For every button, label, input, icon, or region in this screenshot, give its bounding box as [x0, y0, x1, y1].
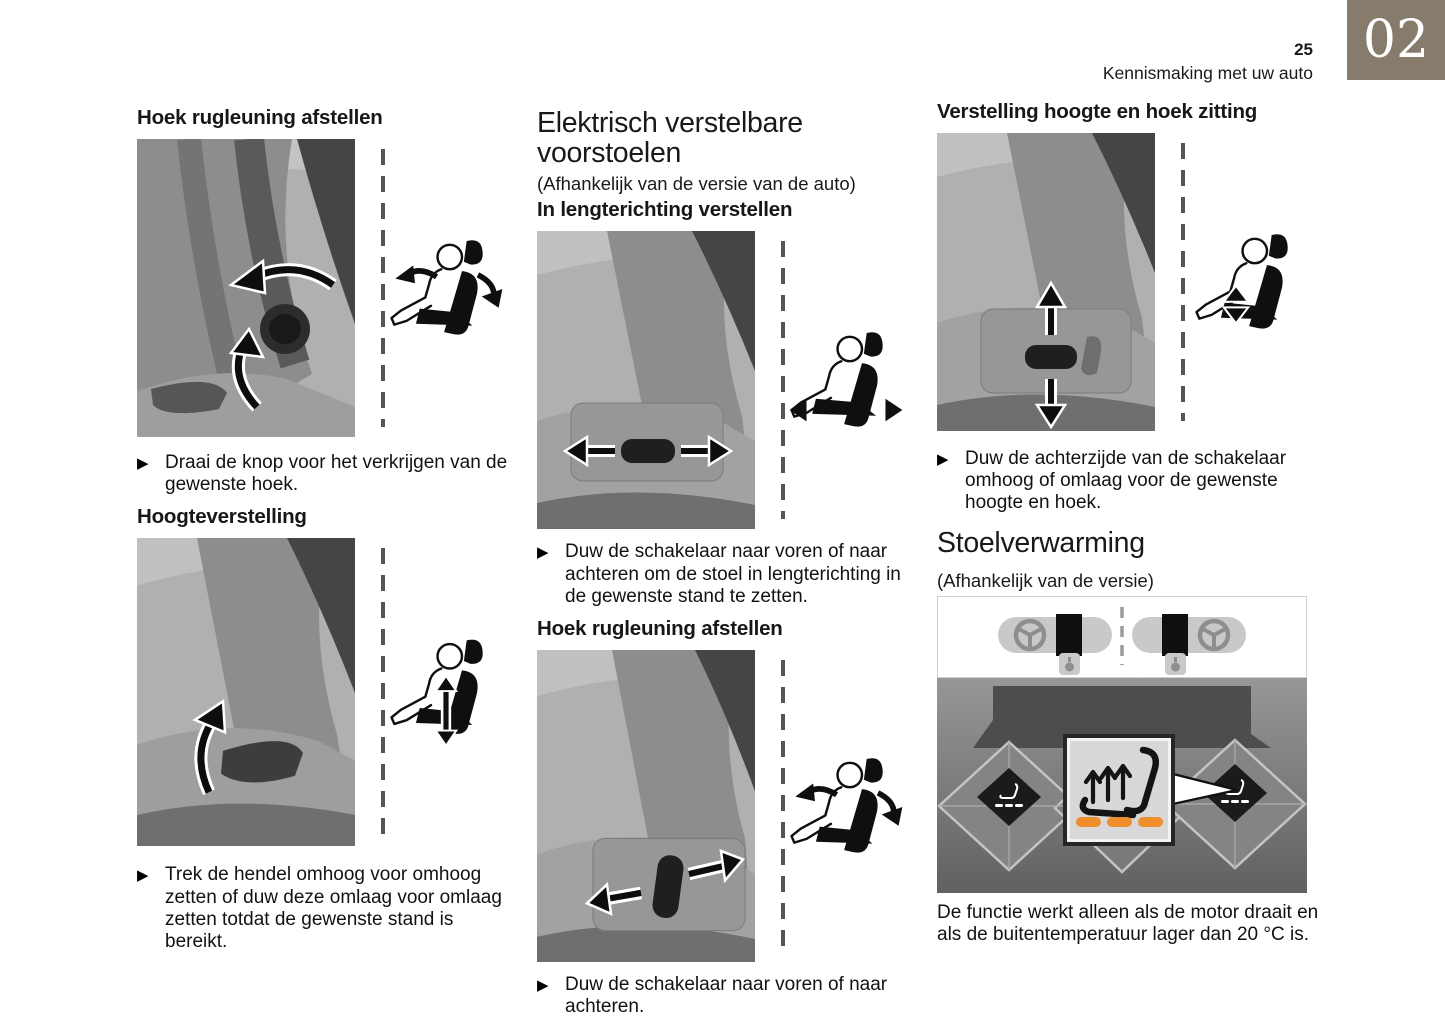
dashed-divider: [1181, 143, 1185, 421]
recline-pictogram-icon: [789, 758, 902, 853]
figure-side-area: [755, 231, 920, 529]
seat-lever-photo: [137, 538, 355, 847]
heating-condition-note: De functie werkt alleen als de motor dra…: [937, 901, 1319, 946]
title-seat-heating: Stoelverwarming: [937, 526, 1145, 559]
seat-height-switch-photo: [937, 133, 1155, 431]
longitudinal-pictogram-icon: [789, 332, 902, 428]
bullet-arrow-icon: ▶: [137, 867, 149, 885]
column-seat-height-heating: Verstelling hoogte en hoek zitting: [937, 100, 1330, 946]
figure-side-area: [755, 650, 920, 962]
dashed-divider: [381, 149, 385, 427]
seat-heat-button-left-icon: [977, 767, 1041, 826]
bullet-arrow-icon: ▶: [937, 451, 949, 468]
page-header: 25 Kennismaking met uw auto: [1103, 40, 1313, 84]
seat-recline-knob-photo: [137, 139, 355, 437]
seat-switch-photo: [537, 650, 755, 963]
dashboard-heating-buttons-photo: [937, 677, 1307, 893]
heading-longitudinal: In lengterichting verstellen: [537, 198, 793, 222]
instruction-text: Draai de knop voor het verkrijgen van de…: [165, 452, 508, 496]
figure-backrest-knob: [137, 139, 520, 437]
figure-height-lever: [137, 538, 520, 847]
seat-height-lever-photo: [137, 538, 355, 847]
heading-backrest-electric: Hoek rugleuning afstellen: [537, 617, 783, 641]
recline-pictogram-icon: [389, 240, 502, 335]
fore-aft-arrow-icon: [584, 849, 746, 916]
bullet-arrow-icon: ▶: [537, 977, 549, 995]
subtitle-version-note: (Afhankelijk van de versie van de auto): [537, 173, 856, 195]
column-manual-seats: Hoek rugleuning afstellen: [137, 106, 520, 962]
figure-backrest-switch: [537, 650, 920, 963]
seat-heating-glyph-icon: [1079, 746, 1159, 819]
lhd-car-icon: [998, 613, 1112, 675]
lhd-rhd-pictogram-icon: [998, 606, 1246, 675]
rotate-arrow-icon: [228, 258, 337, 412]
rhd-car-icon: [1132, 613, 1246, 675]
chapter-tab: 02: [1347, 0, 1445, 80]
figure-longitudinal-switch: [537, 231, 920, 530]
heading-height-adjustment: Hoogteverstelling: [137, 505, 307, 529]
up-down-arrow-icon: [1034, 280, 1068, 430]
seat-heat-button-right-icon: [1203, 763, 1267, 822]
figure-side-area: [1155, 133, 1330, 431]
drive-side-variants-strip: [937, 595, 1307, 678]
instruction-text: Duw de schakelaar naar voren of naar ach…: [565, 974, 888, 1018]
figure-seat-heating: [937, 595, 1307, 893]
title-electric-seats: Elektrisch verstelbare voorstoelen: [537, 107, 803, 170]
figure-side-area: [355, 139, 520, 437]
bullet-arrow-icon: ▶: [137, 455, 149, 472]
instruction-backrest-electric: ▶ Duw de schakelaar naar voren of naar a…: [537, 974, 920, 1018]
heat-level-bars: [1076, 816, 1163, 827]
dashed-divider: [781, 660, 785, 953]
instruction-text: Duw de achterzijde van de schakelaar omh…: [965, 448, 1287, 514]
fore-aft-arrow-icon: [789, 399, 902, 422]
seat-switch-photo: [937, 133, 1155, 431]
instruction-longitudinal: ▶ Duw de schakelaar naar voren of naar a…: [537, 541, 920, 608]
seat-backrest-switch-photo: [537, 650, 755, 963]
column-electric-seats: Elektrisch verstelbare voorstoelen (Afha…: [537, 108, 920, 1028]
instruction-height-lever: ▶ Trek de hendel omhoog voor omhoog zett…: [137, 864, 520, 953]
seat-switch-photo: [537, 231, 755, 530]
heading-backrest-angle: Hoek rugleuning afstellen: [137, 106, 383, 129]
breadcrumb: Kennismaking met uw auto: [1102, 63, 1313, 83]
seat-heating-callout: [1063, 733, 1175, 846]
dashboard-photo: [937, 677, 1307, 893]
instruction-text: Trek de hendel omhoog voor omhoog zetten…: [165, 864, 502, 953]
chapter-number: 02: [1362, 10, 1430, 70]
dashed-divider: [381, 548, 385, 837]
dashed-divider: [781, 241, 785, 520]
fore-aft-arrow-icon: [562, 435, 734, 468]
heading-seat-height-angle: Verstelling hoogte en hoek zitting: [937, 100, 1258, 123]
instruction-seat-height: ▶ Duw de achterzijde van de schakelaar o…: [937, 448, 1330, 515]
figure-side-area: [355, 538, 520, 846]
seat-knob-photo: [137, 139, 355, 437]
instruction-text: Duw de schakelaar naar voren of naar ach…: [565, 541, 901, 607]
seat-tilt-pictogram-icon: [1194, 234, 1288, 329]
figure-seat-height-switch: [937, 133, 1330, 431]
instruction-backrest-knob: ▶ Draai de knop voor het verkrijgen van …: [137, 452, 520, 496]
tilt-arrow-icon: [1221, 284, 1250, 326]
page-number: 25: [1294, 40, 1313, 59]
pull-up-arrow-icon: [192, 699, 227, 796]
height-pictogram-icon: [389, 640, 483, 748]
subtitle-version-note: (Afhankelijk van de versie): [937, 569, 1154, 591]
seat-longitudinal-switch-photo: [537, 231, 755, 530]
bullet-arrow-icon: ▶: [537, 544, 549, 562]
up-down-arrow-icon: [433, 674, 458, 748]
